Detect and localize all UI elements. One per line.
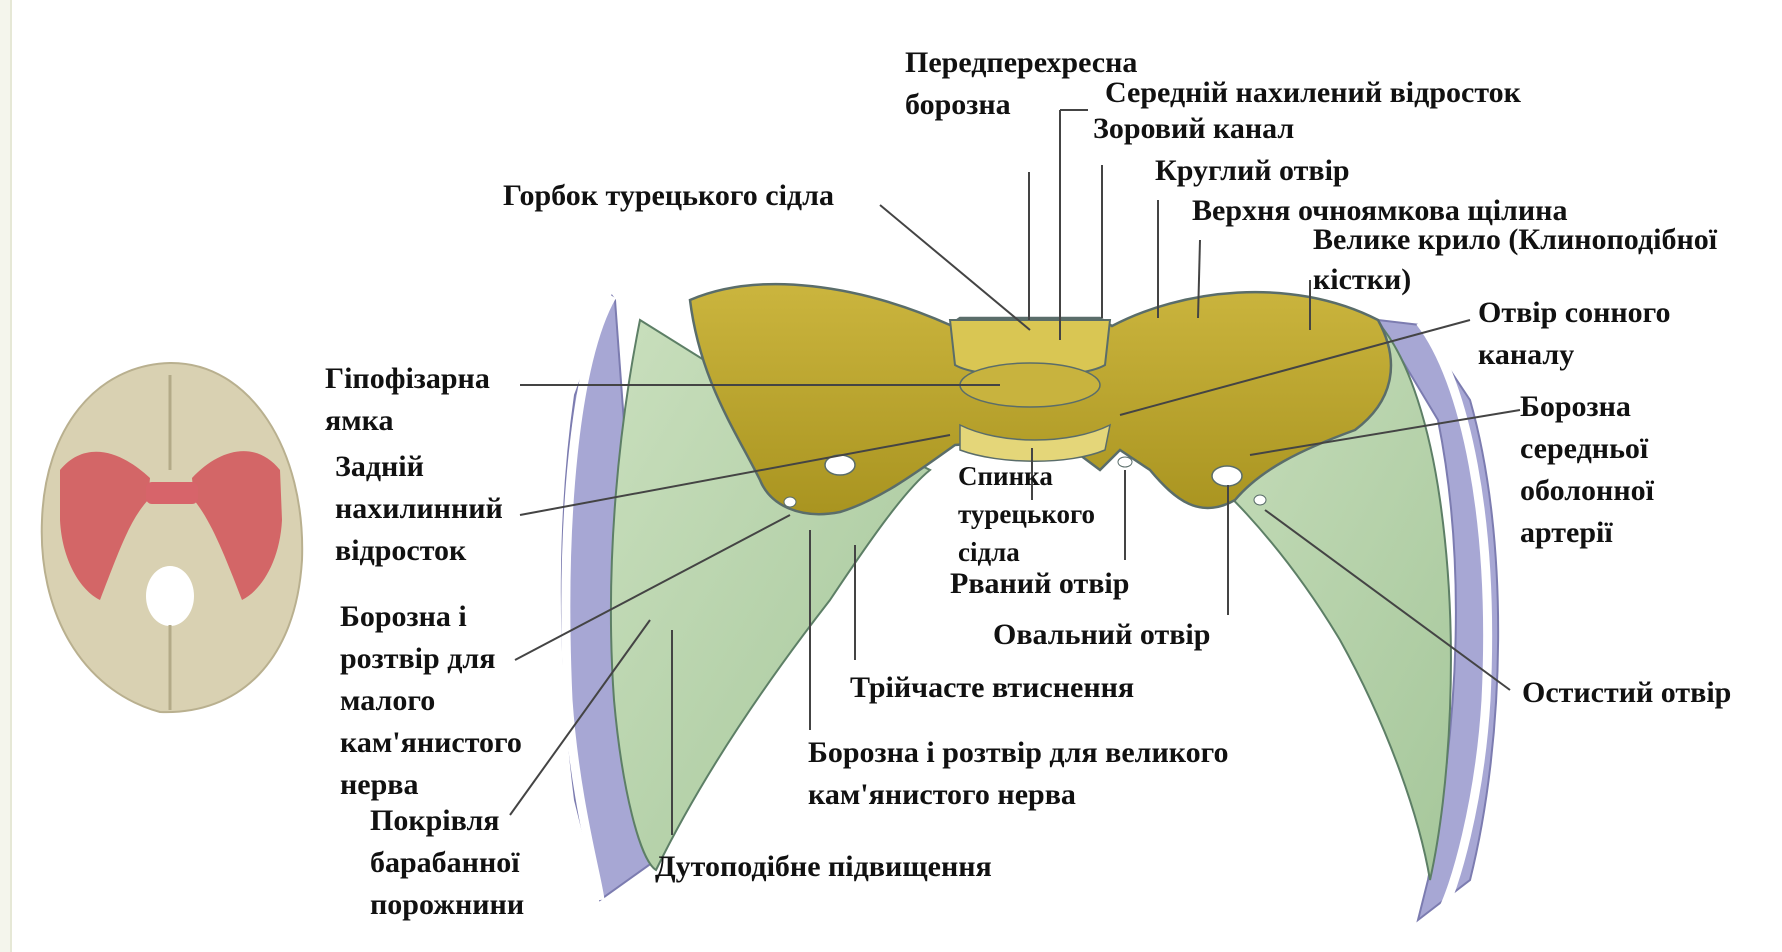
label-hypophyseal-fossa: Гіпофізарна ямка (325, 358, 490, 442)
label-dorsum-sellae: Спинка турецького сідла (958, 457, 1095, 571)
foramen-magnum (146, 566, 194, 626)
label-foramen-spinosum: Остистий отвір (1522, 672, 1731, 714)
skull-base-thumbnail (42, 363, 302, 712)
label-greater-wing: Велике крило (Клиноподібної кістки) (1313, 220, 1717, 300)
label-arcuate-eminence: Дутоподібне підвищення (655, 846, 992, 888)
label-foramen-ovale: Овальний отвір (993, 614, 1210, 656)
label-foramen-lacerum: Рваний отвір (950, 563, 1129, 605)
label-trigeminal-impression: Трійчасте втиснення (850, 667, 1134, 709)
label-tegmen-tympani: Покрівля барабанної порожнини (370, 800, 524, 926)
label-greater-petrosal-nerve: Борозна і розтвір для великого кам'янист… (808, 732, 1229, 816)
label-optic-canal: Зоровий канал (1093, 108, 1294, 150)
label-posterior-clinoid-process: Задній нахилинний відросток (335, 446, 503, 572)
label-carotid-canal-opening: Отвір сонного каналу (1478, 292, 1671, 376)
label-tuberculum-sellae: Горбок турецького сідла (503, 175, 834, 217)
right-foramen-ovale (1212, 466, 1242, 486)
label-foramen-rotundum: Круглий отвір (1155, 150, 1350, 192)
highlight-sella (146, 482, 198, 504)
label-middle-meningeal-groove: Борозна середньої оболонної артерії (1520, 386, 1654, 554)
label-lesser-petrosal-nerve: Борозна і розтвір для малого кам'янистог… (340, 596, 522, 806)
